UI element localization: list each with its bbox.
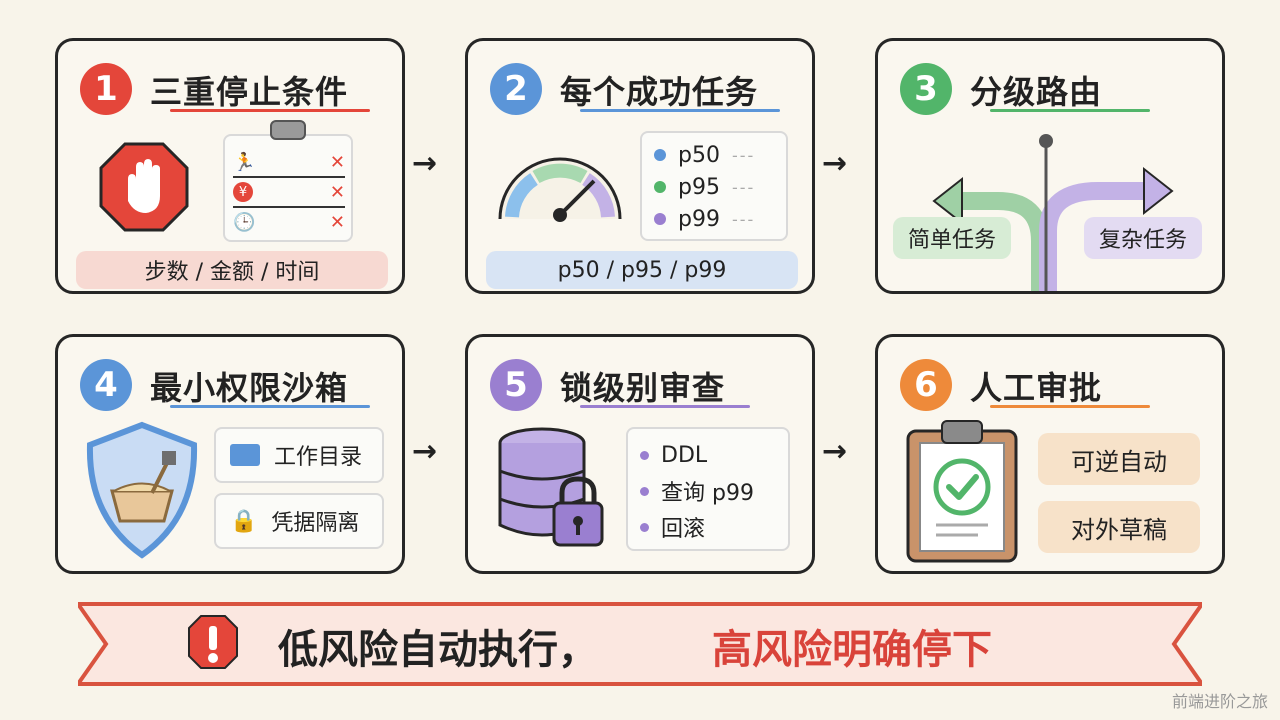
card-title: 最小权限沙箱 (150, 369, 349, 407)
legend-label: p99 (678, 206, 720, 232)
banner-low-risk-text: 低风险自动执行， (278, 627, 598, 673)
legend-row: p50 --- (654, 139, 774, 171)
step-number-badge: 2 (490, 63, 542, 115)
title-underline (990, 109, 1150, 112)
card-title: 分级路由 (970, 73, 1103, 111)
credential-label: 凭据隔离 (271, 511, 360, 536)
clock-icon: 🕒 (233, 211, 256, 233)
cross-icon: ✕ (329, 151, 345, 173)
title-underline (170, 109, 370, 112)
card-stop-conditions: 1 三重停止条件 🏃 ✕ ¥ ✕ 🕒 ✕ 步数 / 金额 / 时间 (55, 38, 405, 294)
step-number-badge: 1 (80, 63, 132, 115)
review-item: DDL (640, 437, 776, 473)
folder-icon (230, 444, 260, 466)
title-underline (580, 109, 780, 112)
gauge-icon (498, 157, 622, 222)
yen-coin-icon: ¥ (233, 182, 253, 202)
review-label: 查询 p99 (661, 481, 754, 506)
checklist-row: ¥ ✕ (233, 178, 345, 208)
card-lock-level-review: 5 锁级别审查 DDL 查询 p99 回滚 (465, 334, 815, 574)
step-number-badge: 4 (80, 359, 132, 411)
reversible-auto-pill: 可逆自动 (1038, 433, 1200, 485)
card-success-tasks: 2 每个成功任务 p50 --- p95 --- p99 --- p50 / p95 … (465, 38, 815, 294)
arrow-right-icon: → (412, 434, 438, 469)
title-underline (990, 405, 1150, 408)
ribbon-banner (78, 602, 1202, 686)
workdir-label: 工作目录 (274, 445, 363, 470)
watermark: 前端进阶之旅 (1171, 692, 1268, 711)
review-label: 回滚 (661, 517, 706, 542)
legend-row: p99 --- (654, 203, 774, 235)
credential-isolation-item: 🔒 凭据隔离 (214, 493, 384, 549)
review-label: DDL (661, 442, 708, 468)
fork-road-icon (932, 134, 1174, 291)
card-title: 三重停止条件 (150, 73, 349, 111)
review-checklist: DDL 查询 p99 回滚 (626, 427, 790, 551)
dash-line: --- (731, 209, 756, 229)
bullet-dot (640, 486, 649, 496)
title-underline (580, 405, 750, 408)
cross-icon: ✕ (329, 211, 345, 233)
lock-icon: 🔒 (230, 508, 258, 534)
bullet-dot (640, 450, 649, 460)
bullet-dot (640, 522, 649, 532)
complex-task-pill: 复杂任务 (1084, 217, 1202, 259)
legend-dot (654, 213, 666, 225)
review-item: 查询 p99 (640, 473, 776, 509)
card-title: 每个成功任务 (560, 73, 759, 111)
checklist-clipboard: 🏃 ✕ ¥ ✕ 🕒 ✕ (223, 120, 353, 242)
card-manual-approval: 6 人工审批 可逆自动 对外草稿 (875, 334, 1225, 574)
simple-task-pill: 简单任务 (893, 217, 1011, 259)
arrow-right-icon: → (412, 146, 438, 181)
percentile-pill: p50 / p95 / p99 (486, 251, 798, 289)
dash-line: --- (731, 145, 756, 165)
step-number-badge: 3 (900, 63, 952, 115)
percentile-legend: p50 --- p95 --- p99 --- (640, 131, 788, 241)
legend-row: p95 --- (654, 171, 774, 203)
legend-dot (654, 149, 666, 161)
stop-conditions-pill: 步数 / 金额 / 时间 (76, 251, 388, 289)
step-number-badge: 5 (490, 359, 542, 411)
shield-sandbox-icon (86, 421, 198, 559)
card-title: 人工审批 (970, 369, 1103, 407)
warning-shield-icon (188, 615, 238, 669)
step-number-badge: 6 (900, 359, 952, 411)
legend-label: p95 (678, 174, 720, 200)
workdir-item: 工作目录 (214, 427, 384, 483)
checklist-row: 🕒 ✕ (233, 208, 345, 236)
arrow-right-icon: → (822, 434, 848, 469)
legend-label: p50 (678, 142, 720, 168)
card-least-privilege-sandbox: 4 最小权限沙箱 工作目录 🔒 凭据隔离 (55, 334, 405, 574)
checklist-row: 🏃 ✕ (233, 148, 345, 178)
running-person-icon: 🏃 (233, 151, 256, 173)
database-lock-icon (498, 427, 604, 547)
legend-dot (654, 181, 666, 193)
card-tiered-routing: 3 分级路由 简单任务 复杂任务 (875, 38, 1225, 294)
stop-hand-icon (99, 142, 189, 232)
card-title: 锁级别审查 (560, 369, 726, 407)
title-underline (170, 405, 370, 408)
arrow-right-icon: → (822, 146, 848, 181)
external-draft-pill: 对外草稿 (1038, 501, 1200, 553)
clipboard-clip (270, 120, 306, 140)
banner-high-risk-text: 高风险明确停下 (712, 627, 992, 673)
cross-icon: ✕ (329, 181, 345, 203)
approval-clipboard-icon (906, 420, 1018, 563)
review-item: 回滚 (640, 509, 776, 545)
dash-line: --- (731, 177, 756, 197)
